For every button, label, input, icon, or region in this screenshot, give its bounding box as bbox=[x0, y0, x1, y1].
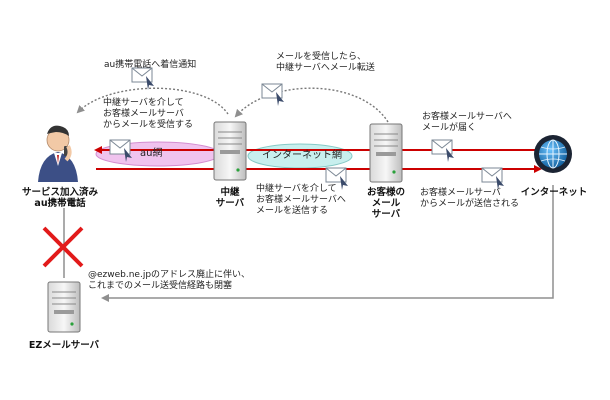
internet-globe-icon bbox=[534, 135, 572, 173]
incoming-notice-note: au携帯電話へ着信通知 bbox=[104, 60, 197, 70]
forward-to-relay-note: メールを受信したら、 中継サーバへメール転送 bbox=[276, 52, 375, 73]
envelope-icon-notice bbox=[131, 67, 154, 90]
internet-network-label: インターネット網 bbox=[262, 150, 342, 161]
envelope-icon-outgoing bbox=[481, 167, 504, 190]
envelope-icon-receive-left bbox=[109, 139, 132, 162]
receive-via-relay-note: 中継サーバを介して お客様メールサーバ からメールを受信する bbox=[103, 98, 194, 130]
blocked-cross-icon bbox=[42, 226, 84, 268]
incoming-notice-arrow bbox=[76, 87, 229, 115]
envelope-icon-send bbox=[325, 167, 348, 190]
mail-arrives-note: お客様メールサーバへ メールが届く bbox=[422, 112, 512, 133]
legacy-route-line bbox=[101, 185, 554, 302]
send-via-relay-note: 中継サーバを介して お客様メールサーバへ メールを送信する bbox=[256, 184, 346, 216]
au-network-label: au網 bbox=[140, 148, 163, 159]
envelope-icon-receive-right bbox=[431, 139, 454, 162]
ez-server-label: EZメールサーバ bbox=[28, 340, 100, 351]
customer-server-icon bbox=[369, 123, 403, 183]
mail-sent-note: お客様メールサーバ からメールが送信される bbox=[420, 188, 520, 209]
customer-server-label: お客様の メール サーバ bbox=[366, 187, 405, 220]
phone-user-label: サービス加入済み au携帯電話 bbox=[21, 187, 98, 209]
ez-server-icon bbox=[47, 281, 81, 333]
internet-label: インターネット bbox=[520, 187, 588, 198]
envelope-icon-forward bbox=[261, 83, 284, 106]
phone-user-icon bbox=[38, 125, 78, 182]
abolished-note: @ezweb.ne.jpのアドレス廃止に伴い、 これまでのメール送受信経路も閉塞 bbox=[88, 270, 251, 291]
relay-server-label: 中継 サーバ bbox=[215, 187, 245, 209]
forward-to-relay-arrow bbox=[234, 87, 389, 123]
relay-server-icon bbox=[213, 121, 247, 181]
